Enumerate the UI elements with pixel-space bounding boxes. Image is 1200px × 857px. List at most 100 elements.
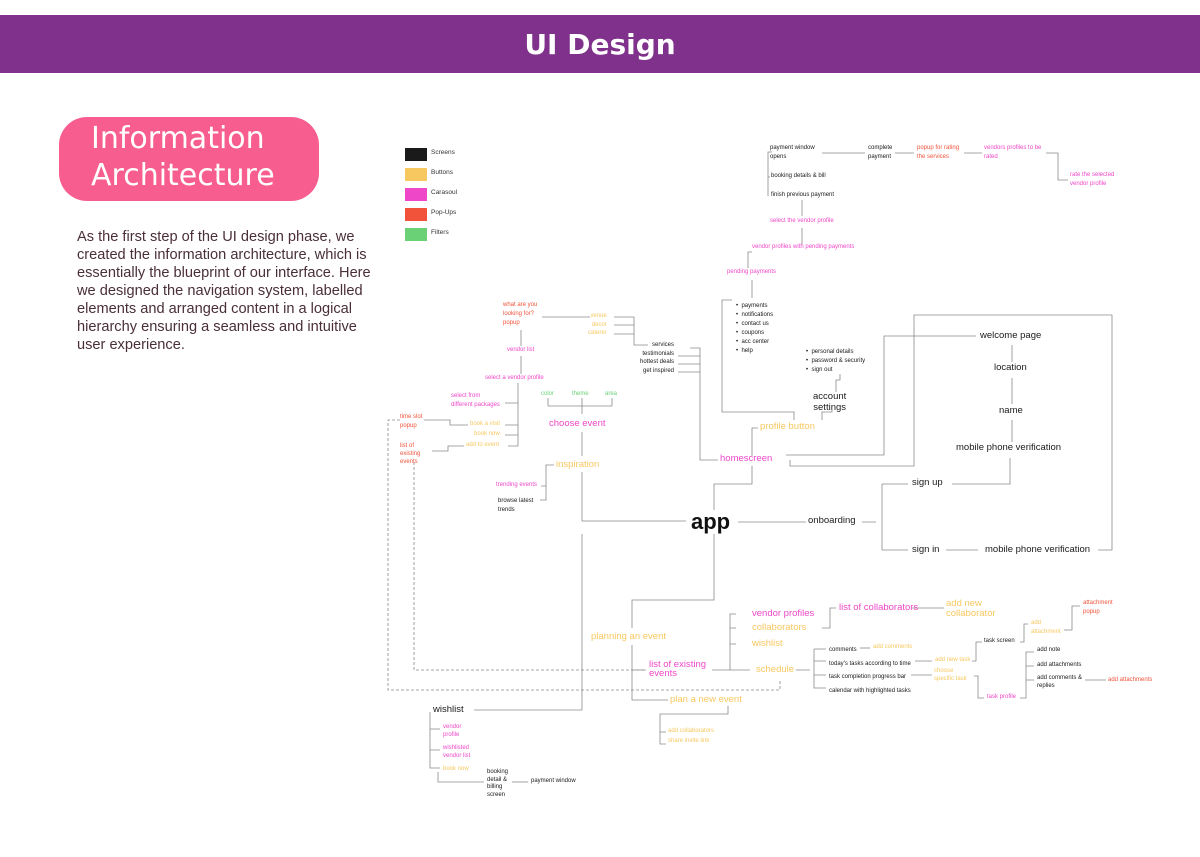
- menu-item-testimonials: testimonials: [642, 350, 675, 357]
- legend-swatch: [405, 208, 427, 221]
- item-decor: decor: [591, 321, 607, 328]
- node-wishlist-book-now: book now: [443, 766, 469, 772]
- label: events: [400, 459, 418, 465]
- link-profile-items: [721, 299, 795, 420]
- label: browse latest: [498, 498, 534, 504]
- label: acc center: [741, 339, 770, 345]
- list-services-sub: venue decor caterer: [588, 312, 607, 338]
- legend-swatch: [405, 148, 427, 161]
- item-caterer: caterer: [588, 330, 607, 337]
- label: replies: [1037, 682, 1055, 689]
- list-schedule-items: comments today's tasks according to time…: [829, 644, 911, 698]
- link-addtask-taskscreen: [972, 641, 982, 662]
- link-home-menu: [678, 347, 718, 461]
- label: add: [1031, 620, 1042, 626]
- item-progress-bar: task completion progress bar: [829, 674, 907, 680]
- node-select-a-vendor-profile: select a vendor profile: [485, 375, 544, 381]
- node-name: name: [999, 405, 1023, 416]
- label: account: [813, 391, 847, 402]
- link-acct-items: [835, 374, 841, 392]
- label: time slot: [400, 414, 423, 420]
- item-venue: venue: [590, 313, 607, 319]
- item-comments: comments: [829, 647, 857, 653]
- link-choose-taskprofile: [974, 675, 984, 699]
- legend-label: Filters: [431, 229, 449, 236]
- label: vendor: [443, 724, 462, 730]
- link-planning-new: [631, 670, 668, 701]
- node-payment-window: payment window: [531, 778, 576, 784]
- label: attachment: [1083, 600, 1113, 606]
- label: rated: [984, 154, 998, 160]
- node-task-profile: task profile: [987, 694, 1017, 700]
- node-onboarding: onboarding: [808, 515, 856, 526]
- link-vendors-rate: [1046, 152, 1068, 181]
- node-mobile-verification-signup: mobile phone verification: [956, 442, 1062, 453]
- node-time-slot-popup: time slot popup: [400, 413, 422, 431]
- node-looking-for-popup: what are you looking for? popup: [503, 301, 537, 328]
- label: notifications: [741, 312, 774, 318]
- label: different packages: [451, 402, 500, 408]
- link-taskprofile-items: [1020, 651, 1034, 699]
- node-select-packages: select from different packages: [451, 392, 500, 410]
- legend-swatch: [405, 168, 427, 181]
- link-visit-timeslot: [424, 419, 468, 426]
- menu-item-hottest-deals: hottest deals: [640, 359, 675, 366]
- label: add comments &: [1037, 675, 1083, 681]
- label: payment window: [770, 145, 815, 151]
- label: booking: [487, 769, 509, 775]
- label: the services: [917, 154, 950, 160]
- node-schedule: schedule: [756, 664, 795, 675]
- node-collaborators: collaborators: [752, 622, 807, 633]
- label: add new: [946, 598, 982, 609]
- filter-area: area: [605, 391, 618, 397]
- list-profile-items: • payments • notifications • contact us …: [736, 302, 773, 356]
- link-home-profile: [751, 427, 758, 456]
- node-app: app: [691, 509, 731, 534]
- section-title-line2: Architecture: [91, 158, 275, 193]
- filter-theme: theme: [572, 391, 589, 397]
- section-title-line1: Information: [91, 121, 265, 156]
- list-item: • acc center: [736, 339, 770, 345]
- label: complete: [868, 145, 893, 151]
- list-item: • password & security: [806, 358, 866, 364]
- node-add-comments-replies: add comments &replies: [1037, 675, 1082, 690]
- link-inspiration-left: [540, 464, 554, 501]
- node-finish-previous-payment: finish previous payment: [771, 192, 835, 198]
- list-home-menu: services testimonials hottest deals get …: [640, 341, 674, 375]
- link-select-options: [505, 383, 519, 447]
- label: vendor profile: [1070, 181, 1107, 187]
- label: attachment: [1031, 629, 1061, 635]
- label: coupons: [741, 330, 765, 336]
- label: looking for?: [503, 311, 535, 317]
- node-share-invite-link: share invite link: [668, 738, 710, 744]
- label: what are you: [503, 302, 538, 308]
- label: popup: [503, 320, 520, 326]
- label: profile: [443, 731, 460, 738]
- link-signup-verif: [952, 458, 1011, 485]
- node-add-attachments-popup: add attachments: [1108, 677, 1153, 683]
- dashed-timeslot-link: [387, 419, 781, 691]
- page-title: UI Design: [524, 27, 676, 61]
- link-taskscreen-addattach: [1020, 623, 1028, 643]
- label: select from: [451, 393, 481, 399]
- label: choose: [934, 668, 954, 674]
- link-addattach-popup: [1064, 605, 1080, 631]
- link-welcome-home: [786, 335, 976, 456]
- label: specific task: [934, 675, 967, 682]
- label: payments: [741, 303, 768, 309]
- node-sign-in: sign in: [912, 544, 940, 555]
- node-add-to-event: add to event: [466, 442, 500, 448]
- link-profile-acct: [821, 410, 833, 420]
- legend-label: Pop-Ups: [431, 209, 457, 216]
- label: popup: [400, 423, 417, 429]
